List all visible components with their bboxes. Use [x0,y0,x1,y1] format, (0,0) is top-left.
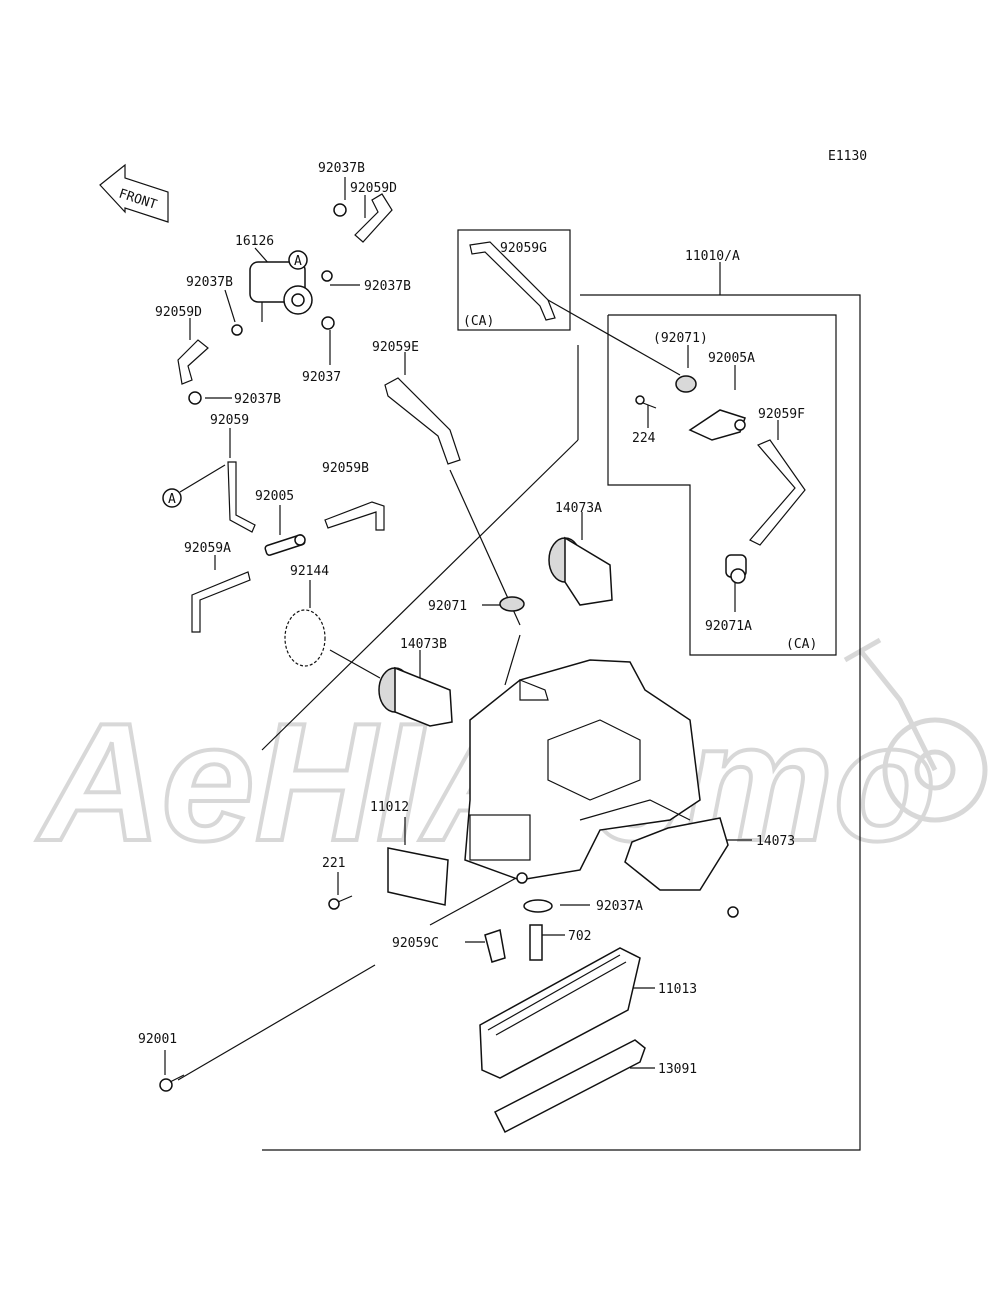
part-92037B-top-clamp-icon [333,203,347,217]
part-92071-grommet-icon [499,596,525,612]
part-14073A-duct-icon [548,536,613,606]
label-92071-paren: (92071) [653,331,708,346]
label-11013: 11013 [658,982,697,997]
part-92001-bolt-icon [159,1074,185,1092]
label-92037: 92037 [302,370,341,385]
label-92071: 92071 [428,599,467,614]
part-14073-duct-icon [624,817,739,918]
part-92037B-left-clamp-icon [231,324,243,336]
part-92037B-low-clamp-icon [188,391,202,405]
diagram-code: E1130 [828,149,867,164]
label-11010A: 11010/A [685,249,740,264]
label-14073: 14073 [756,834,795,849]
label-92059D-left: 92059D [155,305,202,320]
label-92071A: 92071A [705,619,752,634]
callout-A-left-label: A [168,492,176,507]
label-92005: 92005 [255,489,294,504]
label-92037A: 92037A [596,899,643,914]
part-92037B-mid-clamp-icon [321,270,333,282]
part-14073B-duct-icon [378,666,453,727]
part-92144-spring-icon [284,609,326,667]
part-11013-element-icon [479,947,641,1079]
part-92037-clamp-icon [321,316,335,330]
part-92059F-hose-icon [749,439,806,546]
label-92059C: 92059C [392,936,439,951]
front-arrow-label: FRONT [117,187,159,213]
label-13091: 13091 [658,1062,697,1077]
callout-A-top-label: A [294,254,302,269]
label-92059F: 92059F [758,407,805,422]
label-14073B: 14073B [400,637,447,652]
ca-box-92059G [457,229,571,331]
part-221-bolt-icon [328,895,353,910]
label-92037B-top: 92037B [318,161,365,176]
part-92059C-elbow-icon [484,929,506,963]
part-16126-valve-icon [249,261,313,322]
part-92059D-top-hose-icon [354,193,393,243]
label-92037B-mid: 92037B [364,279,411,294]
part-airbox-housing-icon [464,659,701,884]
label-702: 702 [568,929,591,944]
part-92005A-fitting-icon [688,409,746,441]
part-92059A-hose-icon [191,571,251,633]
label-92059G: 92059G [500,241,547,256]
part-92059D-left-hose-icon [177,339,209,385]
watermark-motorcycle-icon [843,637,988,823]
part-92059E-hose-icon [384,377,461,465]
label-92059D-top: 92059D [350,181,397,196]
part-92037A-clamp-icon [523,899,553,913]
callout-A-top-icon: A [288,250,308,270]
label-14073A: 14073A [555,501,602,516]
label-92144: 92144 [290,564,329,579]
part-92059B-hose-icon [324,501,385,531]
label-92059B: 92059B [322,461,369,476]
part-702-tube-icon [529,924,543,961]
ca-inner-frame [607,314,837,656]
part-92059G-hose-icon [469,241,556,321]
label-ca-92059G: (CA) [463,314,494,329]
label-92005A: 92005A [708,351,755,366]
label-11012: 11012 [370,800,409,815]
label-221: 221 [322,856,345,871]
label-224: 224 [632,431,656,446]
label-16126: 16126 [235,234,274,249]
label-92037B-low: 92037B [234,392,281,407]
leader-lines [164,177,779,1081]
part-92071A-elbow-icon [725,554,747,584]
label-92059E: 92059E [372,340,419,355]
part-92059-hose-icon [227,461,256,533]
front-arrow-icon: FRONT [99,163,169,223]
callout-A-left-icon: A [162,488,182,508]
part-224-screw-icon [635,395,657,409]
label-92059A: 92059A [184,541,231,556]
label-ca-92071A: (CA) [786,637,817,652]
label-92059: 92059 [210,413,249,428]
part-13091-bracket-icon [493,1039,646,1134]
label-92001: 92001 [138,1032,177,1047]
label-92037B-left: 92037B [186,275,233,290]
part-92005-joint-icon [264,534,306,556]
part-11012-cover-icon [387,847,449,906]
part-92071-paren-grommet-icon [675,375,697,393]
